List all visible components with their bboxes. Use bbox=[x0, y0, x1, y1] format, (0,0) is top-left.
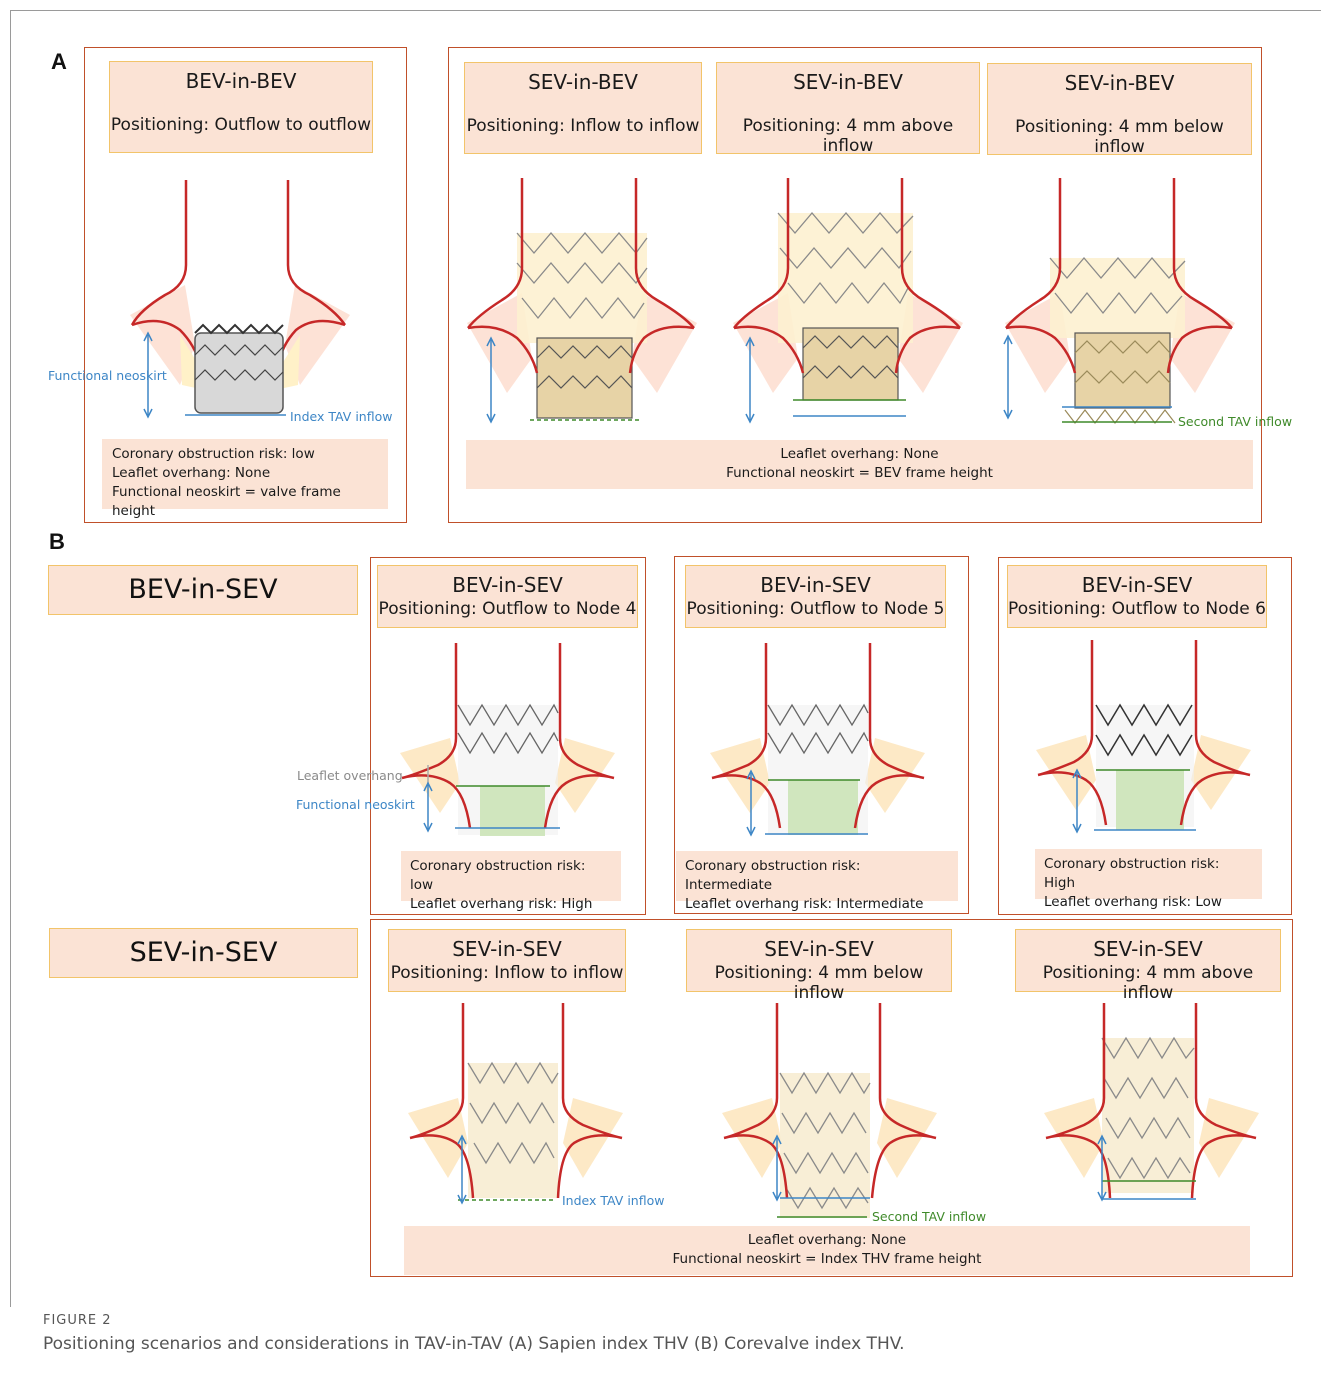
sev-in-sev-info: Leaflet overhang: None Functional neoski… bbox=[404, 1226, 1250, 1275]
card-title: SEV-in-BEV bbox=[988, 71, 1251, 95]
bev-in-sev-title-3: BEV-in-SEV Positioning: Outflow to Node … bbox=[1007, 565, 1267, 628]
leaflet-overhang-label: Leaflet overhang bbox=[297, 768, 403, 783]
card-title: BEV-in-SEV bbox=[1008, 573, 1266, 597]
info-line: Coronary obstruction risk: Intermediate bbox=[685, 857, 949, 895]
sev-in-bev-illustration-1 bbox=[462, 178, 702, 428]
sev-in-sev-illustration-3 bbox=[1044, 1003, 1264, 1213]
sinus-shading bbox=[1044, 1098, 1104, 1178]
sev-valve-body bbox=[778, 213, 913, 343]
functional-neoskirt-label: Functional neoskirt bbox=[296, 797, 415, 812]
card-positioning: Positioning: Outflow to Node 5 bbox=[686, 599, 945, 619]
bev-in-bev-illustration bbox=[110, 175, 370, 435]
bev-valve bbox=[788, 780, 858, 835]
sev-in-bev-title-box-2: SEV-in-BEV Positioning: 4 mm above inflo… bbox=[716, 62, 980, 154]
bev-in-sev-illustration-1 bbox=[400, 643, 620, 843]
card-positioning: Positioning: Inflow to inflow bbox=[465, 116, 701, 136]
info-line: Functional neoskirt = Index THV frame he… bbox=[404, 1250, 1250, 1269]
second-tav-inflow-label: Second TAV inflow bbox=[1178, 414, 1292, 429]
sev-in-bev-title-box-3: SEV-in-BEV Positioning: 4 mm below inflo… bbox=[987, 63, 1252, 155]
aortic-wall-left bbox=[1046, 1003, 1110, 1198]
card-title: BEV-in-SEV bbox=[686, 573, 945, 597]
sev-in-sev-illustration-2 bbox=[722, 1003, 942, 1223]
card-positioning: Positioning: Outflow to Node 4 bbox=[378, 599, 637, 619]
info-line: Functional neoskirt = valve frame height bbox=[112, 483, 378, 521]
sev-in-bev-title-box-1: SEV-in-BEV Positioning: Inflow to inflow bbox=[464, 62, 702, 154]
valve-crown bbox=[195, 325, 283, 333]
info-line: Leaflet overhang risk: High bbox=[410, 895, 612, 914]
sev-in-sev-illustration-1 bbox=[408, 1003, 628, 1213]
info-line: Leaflet overhang: None bbox=[404, 1231, 1250, 1250]
card-positioning: Positioning: Inflow to inflow bbox=[389, 963, 625, 983]
card-title: SEV-in-SEV bbox=[1016, 937, 1280, 961]
sev-in-bev-illustration-3 bbox=[1000, 178, 1240, 428]
bev-in-sev-illustration-2 bbox=[710, 643, 930, 843]
card-title: BEV-in-SEV bbox=[378, 573, 637, 597]
card-title: SEV-in-BEV bbox=[717, 70, 979, 94]
sev-in-bev-illustration-2 bbox=[728, 178, 968, 428]
bev-in-sev-row-label: BEV-in-SEV bbox=[48, 565, 358, 615]
sinus-shading bbox=[877, 1098, 937, 1178]
card-positioning: Positioning: 4 mm below inflow bbox=[988, 117, 1251, 157]
bev-in-sev-title-2: BEV-in-SEV Positioning: Outflow to Node … bbox=[685, 565, 946, 628]
bev-in-sev-info-1: Coronary obstruction risk: low Leaflet o… bbox=[401, 851, 621, 901]
sev-valve-body bbox=[468, 1063, 558, 1198]
sev-in-sev-title-3: SEV-in-SEV Positioning: 4 mm above inflo… bbox=[1015, 929, 1281, 992]
card-positioning: Positioning: 4 mm below inflow bbox=[687, 963, 951, 1003]
aortic-wall-right bbox=[558, 1003, 622, 1198]
bev-in-bev-info: Coronary obstruction risk: low Leaflet o… bbox=[102, 439, 388, 509]
info-line: Coronary obstruction risk: High bbox=[1044, 855, 1253, 893]
sev-in-sev-title-1: SEV-in-SEV Positioning: Inflow to inflow bbox=[388, 929, 626, 992]
bev-in-sev-info-3: Coronary obstruction risk: High Leaflet … bbox=[1035, 849, 1262, 899]
functional-neoskirt-label: Functional neoskirt bbox=[48, 368, 167, 383]
second-tav-inflow-label: Second TAV inflow bbox=[872, 1209, 986, 1224]
sev-valve-body bbox=[1050, 258, 1185, 338]
index-tav-inflow-label: Index TAV inflow bbox=[290, 409, 392, 424]
card-positioning: Positioning: 4 mm above inflow bbox=[1016, 963, 1280, 1003]
aortic-wall-right bbox=[872, 1003, 936, 1198]
bev-in-sev-illustration-3 bbox=[1036, 640, 1256, 840]
card-title: BEV-in-BEV bbox=[110, 69, 372, 93]
card-positioning: Positioning: 4 mm above inflow bbox=[717, 116, 979, 156]
aortic-wall-left bbox=[410, 1003, 473, 1198]
info-line: Leaflet overhang: None bbox=[112, 464, 378, 483]
info-line: Coronary obstruction risk: low bbox=[112, 445, 378, 464]
sinus-shading bbox=[563, 1098, 623, 1178]
sev-in-sev-row-label: SEV-in-SEV bbox=[49, 928, 358, 978]
info-line: Leaflet overhang risk: Intermediate bbox=[685, 895, 949, 914]
figure-label: FIGURE 2 bbox=[43, 1313, 112, 1328]
card-positioning: Positioning: Outflow to Node 6 bbox=[1008, 599, 1266, 619]
panel-b-letter: B bbox=[49, 529, 65, 555]
sev-valve-body bbox=[780, 1073, 870, 1218]
bev-valve bbox=[1116, 770, 1184, 830]
index-tav-inflow-label: Index TAV inflow bbox=[562, 1193, 664, 1208]
figure-caption: Positioning scenarios and considerations… bbox=[43, 1334, 905, 1354]
card-title: SEV-in-SEV bbox=[389, 937, 625, 961]
sev-in-sev-title-2: SEV-in-SEV Positioning: 4 mm below inflo… bbox=[686, 929, 952, 992]
info-line: Leaflet overhang: None bbox=[466, 445, 1253, 464]
panel-a-letter: A bbox=[51, 49, 67, 75]
card-title: SEV-in-BEV bbox=[465, 70, 701, 94]
info-line: Coronary obstruction risk: low bbox=[410, 857, 612, 895]
bev-in-sev-title-1: BEV-in-SEV Positioning: Outflow to Node … bbox=[377, 565, 638, 628]
sinus-shading bbox=[1199, 1098, 1259, 1178]
info-line: Leaflet overhang risk: Low bbox=[1044, 893, 1253, 912]
sev-in-bev-info: Leaflet overhang: None Functional neoski… bbox=[466, 440, 1253, 489]
card-positioning: Positioning: Outflow to outflow bbox=[110, 115, 372, 135]
card-title: SEV-in-SEV bbox=[687, 937, 951, 961]
bev-in-bev-title-box: BEV-in-BEV Positioning: Outflow to outfl… bbox=[109, 61, 373, 153]
info-line: Functional neoskirt = BEV frame height bbox=[466, 464, 1253, 483]
bev-in-sev-info-2: Coronary obstruction risk: Intermediate … bbox=[676, 851, 958, 901]
